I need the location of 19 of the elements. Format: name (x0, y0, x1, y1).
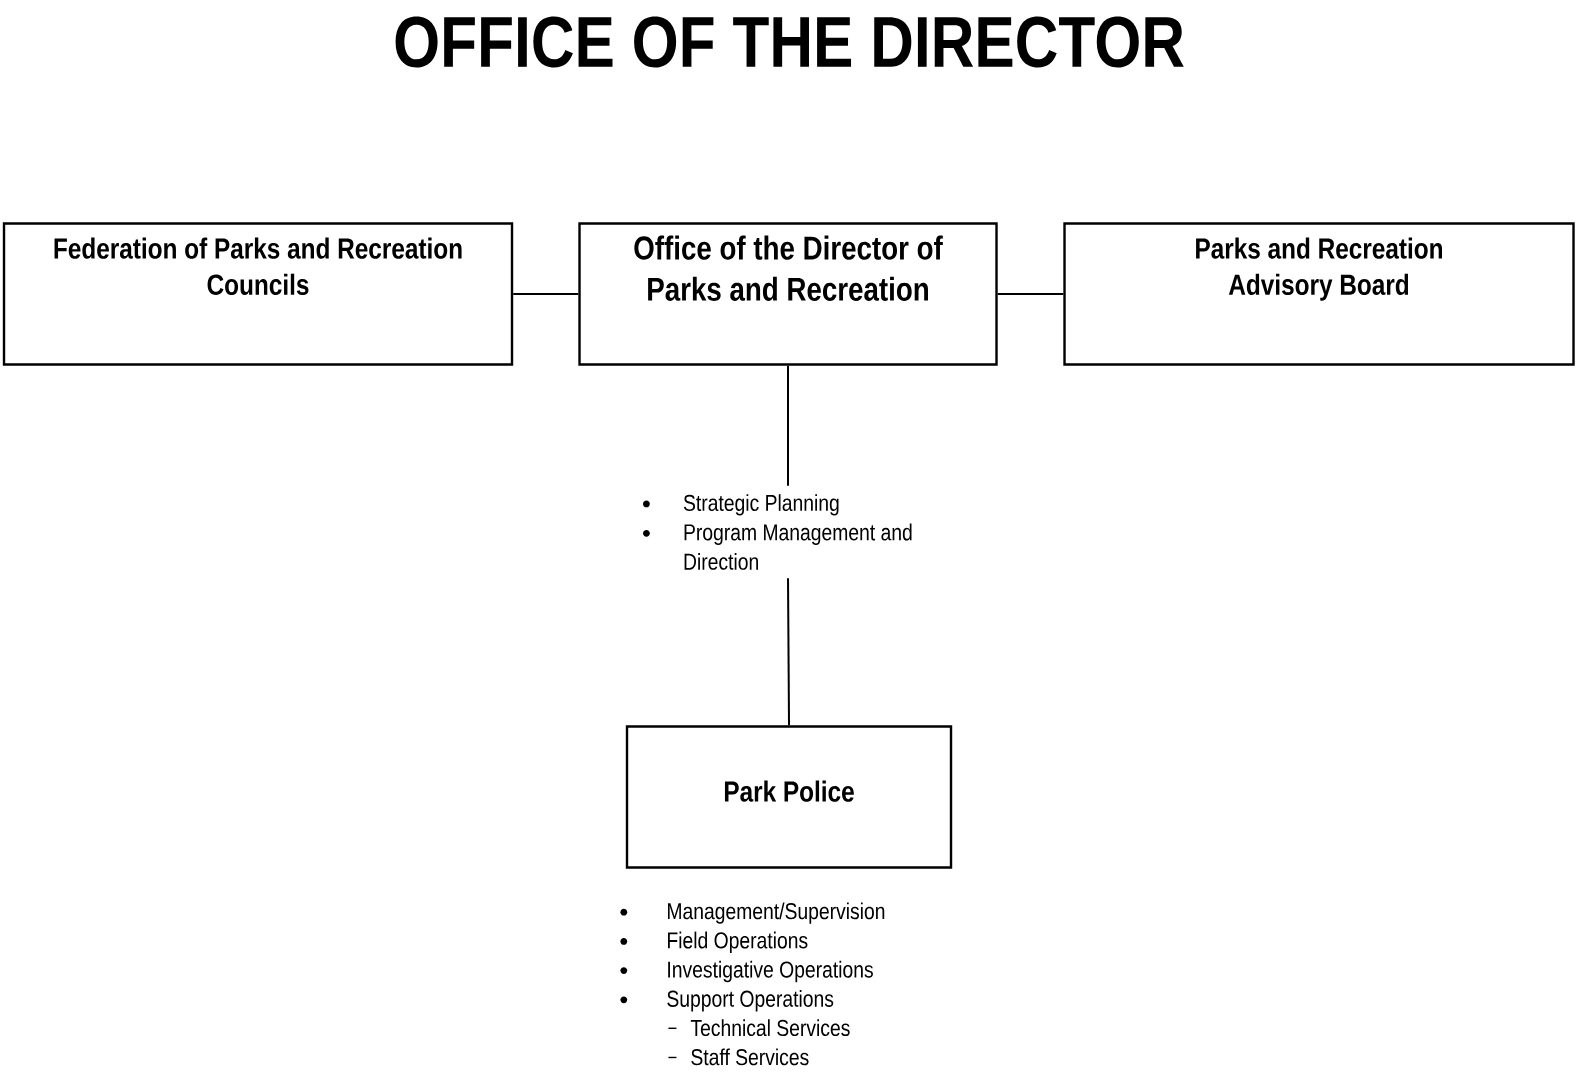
node-label: Field Operations (668, 931, 808, 954)
node-label: Strategic Planning (683, 494, 839, 516)
node-label: Investigative Operations (668, 960, 873, 983)
node-label: Support Operations (667, 990, 834, 1012)
connector-line (996, 293, 1065, 295)
title: OFFICE OF THE DIRECTOR (395, 16, 1184, 68)
connector-line (787, 364, 789, 487)
node-label: Management/Supervision (668, 902, 885, 924)
node-label: Staff Services (691, 1048, 809, 1066)
node-label: Program Management and Direction (684, 523, 912, 570)
org-box: Office of the Director of Parks and Recreation (578, 222, 998, 366)
org-box: Federation of Parks and Recreation Councils (2, 222, 514, 366)
node-label: Technical Services (690, 1019, 850, 1037)
org-box: Parks and Recreation Advisory Board (1063, 222, 1575, 366)
connector-line (512, 293, 580, 295)
org-box: Park Police (625, 725, 953, 869)
bullet-list: Strategic Planning Program Management and Direction (643, 494, 912, 570)
bullet-list: Management/Supervision Field Operations Investigative Operations Support Operations Technical Services Staff Services (620, 902, 885, 1066)
connector-line (787, 577, 790, 727)
